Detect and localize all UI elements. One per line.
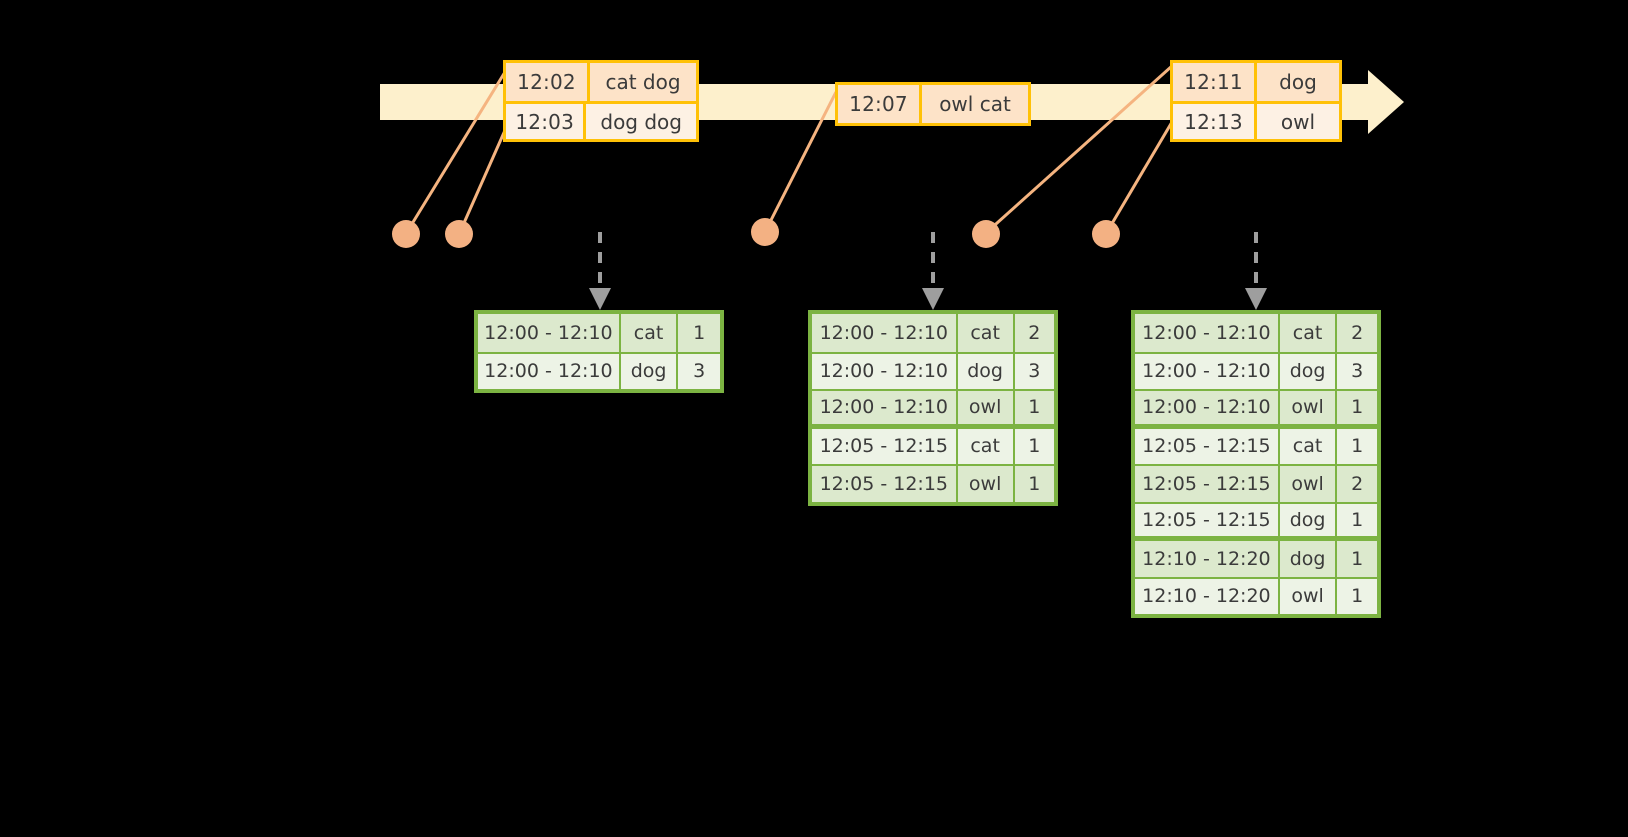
cell-window: 12:00 - 12:10 [812,314,958,352]
cell-word: owl [958,466,1015,502]
event-box-2[interactable]: 12:07 owl cat [835,82,1031,126]
event-dot-4 [972,220,1000,248]
cell-window: 12:10 - 12:20 [1135,578,1280,614]
cell-count: 3 [1028,360,1041,383]
connector-line-2 [458,127,508,233]
event-words: dog [1279,70,1317,94]
connector-line-3 [764,91,838,231]
cell-window: 12:05 - 12:15 [1135,466,1280,502]
cell-word: owl [1280,466,1338,502]
result-table-1[interactable]: 12:00 - 12:10 cat 1 12:00 - 12:10 dog 3 [474,310,724,393]
cell-count: 3 [1351,360,1364,383]
cell-count: 1 [1351,435,1364,458]
cell-word: cat [958,428,1015,464]
table-row[interactable]: 12:00 - 12:10 cat 2 [1135,314,1377,352]
cell-window: 12:05 - 12:15 [812,428,958,464]
table-row[interactable]: 12:00 - 12:10 dog 3 [478,351,720,389]
table-row[interactable]: 12:10 - 12:20 owl 1 [1135,576,1377,614]
connector-line-5 [1105,121,1174,233]
cell-word: dog [958,353,1015,389]
table-row[interactable]: 12:05 - 12:15 cat 1 [812,426,1054,464]
cell-word: dog [1280,541,1338,577]
result-table-3[interactable]: 12:00 - 12:10 cat 2 12:00 - 12:10 dog 3 … [1131,310,1381,618]
cell-window: 12:05 - 12:15 [812,466,958,502]
event-dot-2 [445,220,473,248]
cell-word: dog [621,353,679,389]
cell-count: 1 [1028,435,1041,458]
table-row[interactable]: 12:00 - 12:10 dog 3 [812,351,1054,389]
table-row[interactable]: 12:10 - 12:20 dog 1 [1135,539,1377,577]
cell-count: 1 [1028,396,1041,419]
event-dot-1 [392,220,420,248]
event-time: 12:13 [1173,104,1257,139]
cell-window: 12:00 - 12:10 [1135,391,1280,424]
cell-count: 2 [1028,321,1041,344]
cell-word: cat [1280,314,1338,352]
emit-arrow-1 [589,232,611,310]
emit-arrow-3 [1245,232,1267,310]
connector-line-1 [405,71,507,233]
cell-word: cat [1280,428,1338,464]
table-row[interactable]: 12:05 - 12:15 cat 1 [1135,426,1377,464]
cell-count: 1 [1028,472,1041,495]
cell-window: 12:00 - 12:10 [478,314,621,352]
cell-word: owl [1280,391,1338,424]
table-row[interactable]: 12:00 - 12:10 owl 1 [1135,389,1377,427]
event-row[interactable]: 12:02 cat dog [506,63,696,101]
cell-count: 2 [1351,472,1364,495]
event-box-3[interactable]: 12:11 dog 12:13 owl [1170,60,1342,142]
cell-count: 1 [693,321,706,344]
cell-window: 12:00 - 12:10 [812,353,958,389]
cell-count: 3 [693,360,706,383]
emit-arrow-2 [922,232,944,310]
event-words: cat dog [605,70,681,94]
cell-count: 1 [1351,508,1364,531]
result-table-2[interactable]: 12:00 - 12:10 cat 2 12:00 - 12:10 dog 3 … [808,310,1058,506]
cell-window: 12:05 - 12:15 [1135,503,1280,536]
event-dot-3 [751,218,779,246]
event-time: 12:07 [838,85,922,123]
event-words: dog dog [600,109,682,134]
event-row[interactable]: 12:11 dog [1173,63,1339,101]
cell-word: dog [1280,353,1338,389]
event-row[interactable]: 12:13 owl [1173,101,1339,139]
event-row[interactable]: 12:07 owl cat [838,85,1028,123]
event-time: 12:11 [1173,63,1257,101]
cell-word: cat [958,314,1015,352]
cell-window: 12:00 - 12:10 [812,391,958,424]
cell-window: 12:05 - 12:15 [1135,428,1280,464]
event-box-1[interactable]: 12:02 cat dog 12:03 dog dog [503,60,699,142]
cell-window: 12:00 - 12:10 [1135,314,1280,352]
cell-word: owl [958,391,1015,424]
cell-word: owl [1280,578,1338,614]
table-row[interactable]: 12:05 - 12:15 dog 1 [1135,501,1377,539]
cell-window: 12:10 - 12:20 [1135,541,1280,577]
cell-word: dog [1280,503,1338,536]
event-row[interactable]: 12:03 dog dog [506,101,696,139]
cell-count: 1 [1351,396,1364,419]
table-row[interactable]: 12:05 - 12:15 owl 2 [1135,464,1377,502]
table-row[interactable]: 12:05 - 12:15 owl 1 [812,464,1054,502]
cell-window: 12:00 - 12:10 [478,353,621,389]
event-dot-5 [1092,220,1120,248]
cell-word: cat [621,314,679,352]
table-row[interactable]: 12:00 - 12:10 cat 1 [478,314,720,352]
event-time: 12:03 [506,104,587,139]
cell-count: 1 [1351,547,1364,570]
table-row[interactable]: 12:00 - 12:10 cat 2 [812,314,1054,352]
event-words: owl cat [939,92,1011,116]
cell-count: 1 [1351,585,1364,608]
cell-window: 12:00 - 12:10 [1135,353,1280,389]
cell-count: 2 [1351,321,1364,344]
table-row[interactable]: 12:00 - 12:10 dog 3 [1135,351,1377,389]
table-row[interactable]: 12:00 - 12:10 owl 1 [812,389,1054,427]
event-words: owl [1280,109,1316,134]
event-time: 12:02 [506,63,590,101]
timeline-arrowhead [1368,70,1404,134]
